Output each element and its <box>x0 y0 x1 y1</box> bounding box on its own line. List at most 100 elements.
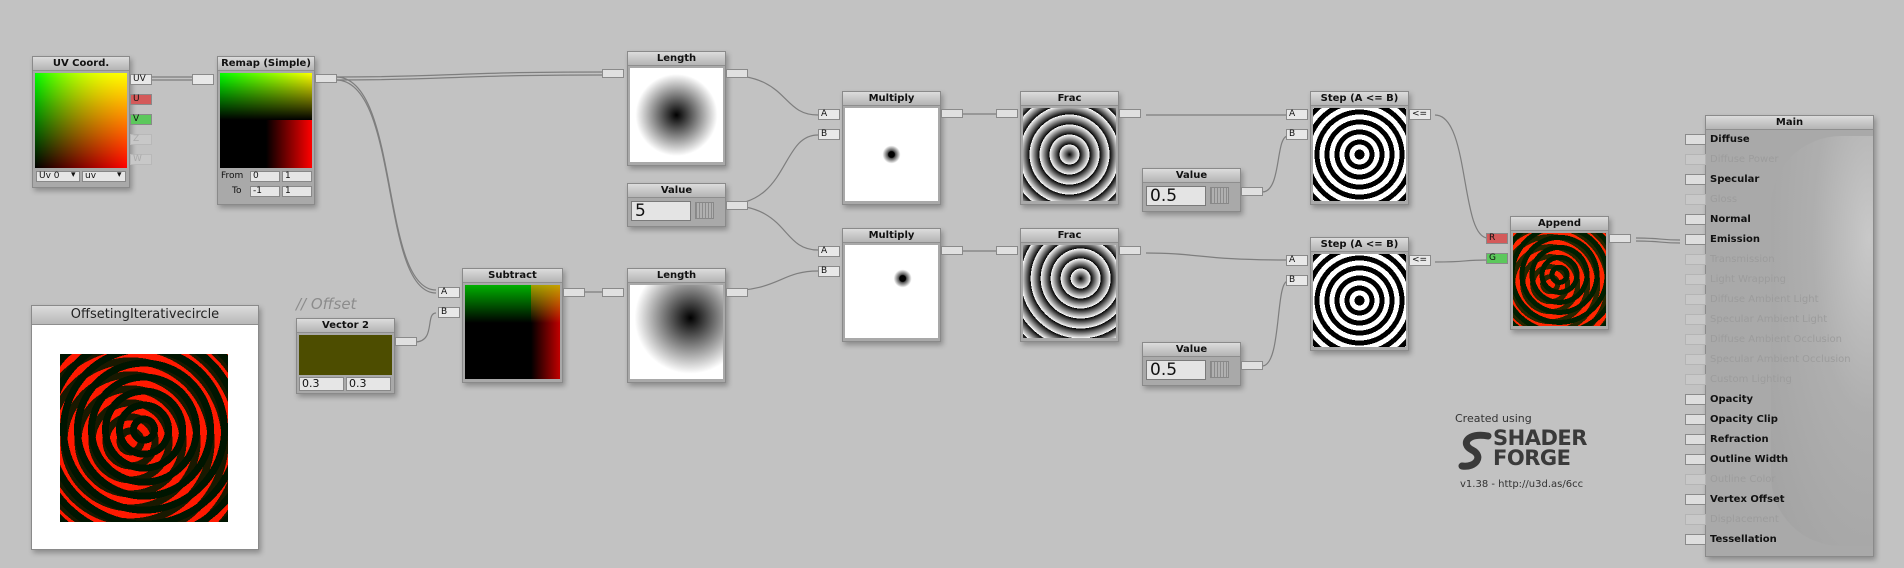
append-in-r[interactable]: R <box>1486 233 1508 244</box>
frac1-output-port[interactable] <box>1119 109 1141 118</box>
main-input-port[interactable] <box>1685 234 1706 245</box>
multiply1-output-port[interactable] <box>941 109 963 118</box>
length2-output-port[interactable] <box>726 288 748 297</box>
value-a-input[interactable]: 0.5 <box>1146 186 1206 206</box>
uv-out-u[interactable]: U <box>130 94 152 105</box>
length2-input-port[interactable] <box>602 288 624 297</box>
subtract-output-port[interactable] <box>563 288 585 297</box>
main-input-port[interactable] <box>1685 434 1706 445</box>
remap-from-min[interactable]: 0 <box>250 171 280 182</box>
frac2-input-port[interactable] <box>996 246 1018 255</box>
multiply1-in-a[interactable]: A <box>818 109 840 120</box>
main-input-opacity-clip[interactable]: Opacity Clip <box>1685 412 1778 427</box>
step1-output-port[interactable]: <= <box>1409 109 1431 120</box>
frac2-output-port[interactable] <box>1119 246 1141 255</box>
main-input-tessellation[interactable]: Tessellation <box>1685 532 1777 547</box>
main-node[interactable]: Main <box>1705 115 1874 557</box>
main-input-port[interactable] <box>1685 254 1706 265</box>
frac1-node[interactable]: Frac <box>1020 91 1119 205</box>
value-b-node[interactable]: Value 0.5 <box>1142 342 1241 386</box>
length1-input-port[interactable] <box>602 69 624 78</box>
main-input-gloss[interactable]: Gloss <box>1685 192 1737 207</box>
value-b-input[interactable]: 0.5 <box>1146 360 1206 380</box>
multiply1-in-b[interactable]: B <box>818 129 840 140</box>
value-a-drag-handle[interactable] <box>1210 187 1229 204</box>
main-input-port[interactable] <box>1685 134 1706 145</box>
value5-node[interactable]: Value 5 <box>627 183 726 227</box>
vector2-x-field[interactable]: 0.3 <box>299 377 344 391</box>
uv-coord-node[interactable]: UV Coord. Uv 0 ▾ uv ▾ <box>32 56 130 188</box>
step1-in-a[interactable]: A <box>1286 109 1308 120</box>
step1-node[interactable]: Step (A <= B) <box>1310 91 1409 205</box>
main-input-diffuse-power[interactable]: Diffuse Power <box>1685 152 1778 167</box>
main-input-port[interactable] <box>1685 334 1706 345</box>
main-input-transmission[interactable]: Transmission <box>1685 252 1775 267</box>
main-input-diffuse-ambient-occlusion[interactable]: Diffuse Ambient Occlusion <box>1685 332 1842 347</box>
main-input-port[interactable] <box>1685 274 1706 285</box>
step2-in-b[interactable]: B <box>1286 275 1308 286</box>
value-b-output-port[interactable] <box>1241 361 1263 370</box>
main-input-port[interactable] <box>1685 374 1706 385</box>
main-input-opacity[interactable]: Opacity <box>1685 392 1753 407</box>
main-input-port[interactable] <box>1685 394 1706 405</box>
multiply2-in-b[interactable]: B <box>818 266 840 277</box>
main-input-port[interactable] <box>1685 154 1706 165</box>
main-input-port[interactable] <box>1685 214 1706 225</box>
main-input-port[interactable] <box>1685 494 1706 505</box>
frac1-input-port[interactable] <box>996 109 1018 118</box>
append-output-port[interactable] <box>1609 234 1631 243</box>
uv-out-v[interactable]: V <box>130 114 152 125</box>
append-in-g[interactable]: G <box>1486 253 1508 264</box>
main-input-port[interactable] <box>1685 534 1706 545</box>
value-a-output-port[interactable] <box>1241 187 1263 196</box>
subtract-in-b[interactable]: B <box>438 307 460 318</box>
uv-mode-select[interactable]: uv <box>82 171 126 182</box>
step2-node[interactable]: Step (A <= B) <box>1310 237 1409 351</box>
uv-channel-select[interactable]: Uv 0 <box>36 171 80 182</box>
length1-output-port[interactable] <box>726 69 748 78</box>
main-input-displacement[interactable]: Displacement <box>1685 512 1779 527</box>
uv-out-uv[interactable]: UV <box>130 74 152 85</box>
value-a-node[interactable]: Value 0.5 <box>1142 168 1241 212</box>
main-input-vertex-offset[interactable]: Vertex Offset <box>1685 492 1785 507</box>
value5-output-port[interactable] <box>726 201 748 210</box>
main-input-port[interactable] <box>1685 414 1706 425</box>
main-input-light-wrapping[interactable]: Light Wrapping <box>1685 272 1786 287</box>
uv-out-z[interactable]: Z <box>130 134 152 145</box>
value-b-drag-handle[interactable] <box>1210 361 1229 378</box>
append-node[interactable]: Append <box>1510 216 1609 330</box>
main-input-specular[interactable]: Specular <box>1685 172 1759 187</box>
step2-output-port[interactable]: <= <box>1409 255 1431 266</box>
remap-to-min[interactable]: -1 <box>250 186 280 197</box>
main-input-port[interactable] <box>1685 354 1706 365</box>
length2-node[interactable]: Length <box>627 268 726 383</box>
main-input-port[interactable] <box>1685 294 1706 305</box>
vector2-output-port[interactable] <box>395 337 417 346</box>
multiply1-node[interactable]: Multiply <box>842 91 941 205</box>
main-input-refraction[interactable]: Refraction <box>1685 432 1769 447</box>
preview-panel[interactable]: OffsetingIterativecircle <box>31 305 259 550</box>
main-input-port[interactable] <box>1685 454 1706 465</box>
multiply2-node[interactable]: Multiply <box>842 228 941 342</box>
main-input-diffuse[interactable]: Diffuse <box>1685 132 1750 147</box>
remap-input-port[interactable] <box>192 74 214 85</box>
main-input-outline-color[interactable]: Outline Color <box>1685 472 1775 487</box>
multiply2-in-a[interactable]: A <box>818 246 840 257</box>
step1-in-b[interactable]: B <box>1286 129 1308 140</box>
value5-drag-handle[interactable] <box>695 202 714 219</box>
main-input-emission[interactable]: Emission <box>1685 232 1760 247</box>
subtract-in-a[interactable]: A <box>438 287 460 298</box>
frac2-node[interactable]: Frac <box>1020 228 1119 342</box>
main-input-port[interactable] <box>1685 174 1706 185</box>
main-input-port[interactable] <box>1685 514 1706 525</box>
main-input-outline-width[interactable]: Outline Width <box>1685 452 1788 467</box>
subtract-node[interactable]: Subtract <box>462 268 563 383</box>
main-input-normal[interactable]: Normal <box>1685 212 1751 227</box>
main-input-custom-lighting[interactable]: Custom Lighting <box>1685 372 1792 387</box>
main-input-port[interactable] <box>1685 194 1706 205</box>
uv-out-w[interactable]: W <box>130 154 152 165</box>
remap-from-max[interactable]: 1 <box>282 171 312 182</box>
length1-node[interactable]: Length <box>627 51 726 166</box>
vector2-y-field[interactable]: 0.3 <box>346 377 391 391</box>
vector2-node[interactable]: Vector 2 0.3 0.3 <box>296 318 395 394</box>
